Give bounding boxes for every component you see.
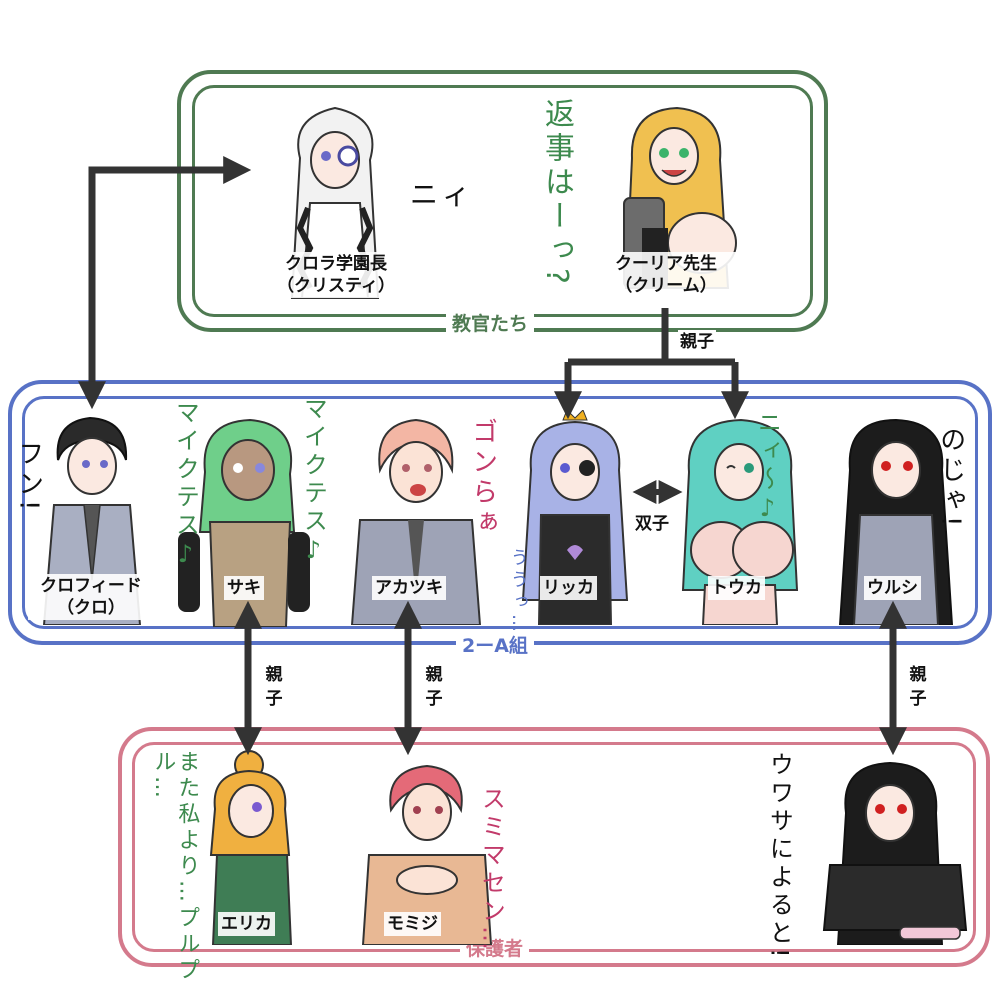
kuria-parent-child-label: 親子 [678,330,716,354]
kurora-sfx-text: ニィ [410,178,475,211]
kuria-speech-text: 返事はーっ? [539,98,574,288]
kurofido-kurora-link [78,156,252,410]
rikka-name-label: リッカ [540,576,597,600]
guardians-group-frame [118,727,990,967]
kuria-illustration [623,106,737,289]
urushi-parent-illustration [822,761,968,945]
kuria-alias: （クリーム） [615,276,717,296]
touka-illustration [681,418,799,625]
urushi-sfx-text: のじゃ! [935,426,966,531]
class-group-inner-frame [22,396,978,629]
erika-speech-text: また私より…プルプル… [150,750,200,984]
rikka-sfx-text: ううっ… [507,548,529,636]
akatsuki-name-label: アカツキ [372,576,446,600]
kurofido-sfx-text: フン! [13,440,44,515]
urushi-parent-speech-text: ウワサによると! [765,752,794,962]
urushi-name-label: ウルシ [864,576,921,600]
touka-name-label: トウカ [708,576,765,600]
kurofido-name-label: クロフィード （クロ） [28,574,154,620]
momiji-speech-text: スミマセン… [477,786,506,954]
urushi-illustration [838,418,954,625]
kuria-name: クーリア先生 [615,254,717,274]
kurora-name: クロラ学園長 [285,254,387,274]
kurora-alias: （クリスティ） [277,276,395,296]
saki-sfx-2: マイクテス♪ [299,396,328,568]
saki-erika-parent-child-label: 親子 [262,662,286,712]
touka-sfx-text: ニィ〜♪ [753,410,782,526]
kuria-name-label: クーリア先生 （クリーム） [588,252,744,298]
kurofido-name: クロフィード [40,576,142,596]
guardians-group-inner-frame [132,742,976,952]
teachers-group-label: 教官たち [446,312,535,336]
kurofido-alias: （クロ） [57,598,125,618]
erika-name-label: エリカ [218,912,275,936]
saki-name-label: サキ [224,576,264,600]
rikka-touka-twins-label: 双子 [633,512,671,536]
momiji-name-label: モミジ [384,912,441,936]
akatsuki-sfx-text: ゴンらぁ [467,418,498,538]
class-group-label: 2ーA組 [456,634,534,658]
saki-sfx-1: マイクテス♪ [171,400,200,572]
kurora-name-label: クロラ学園長 （クリスティ） [258,252,414,298]
kuria-children-link [554,308,749,420]
urushi-parent-child-label: 親子 [906,662,930,712]
saki-illustration [178,418,310,627]
akatsuki-momiji-parent-child-label: 親子 [422,662,446,712]
